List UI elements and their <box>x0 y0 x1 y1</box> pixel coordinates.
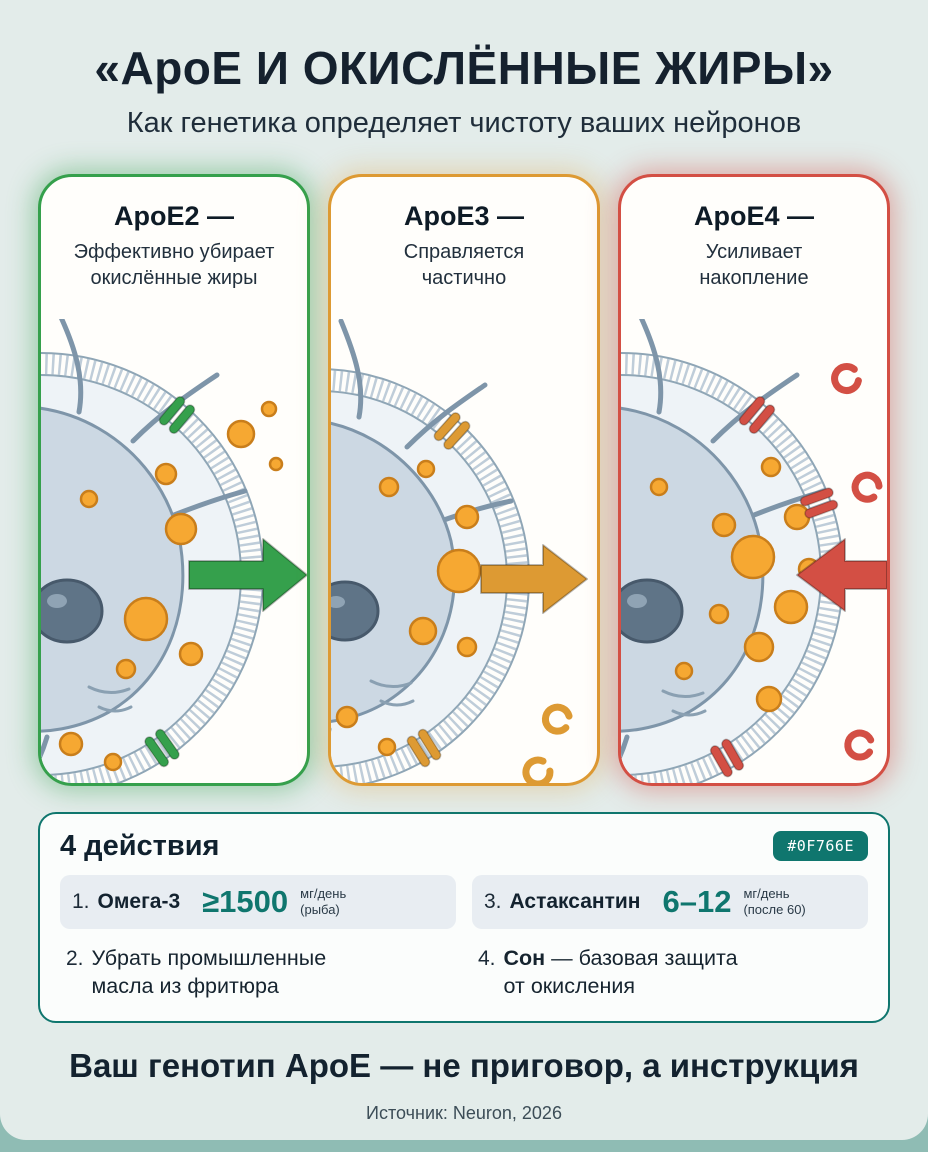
action-text-line1: Сон — базовая защита <box>503 945 738 970</box>
card-apoe2: ApoE2 — Эффективно убирает окислённые жи… <box>38 173 310 786</box>
neuron-illustration-apoe4 <box>621 318 887 783</box>
clearance-arrow-icon <box>188 537 307 612</box>
dendrite <box>58 318 84 415</box>
action-label: Астаксантин <box>509 889 641 913</box>
action-bold-word: Сон <box>503 945 546 970</box>
neuron-svg <box>621 318 887 783</box>
page-title: «ApoE И ОКИСЛЁННЫЕ ЖИРЫ» <box>94 42 834 94</box>
oxidized-fat-icon <box>522 756 554 783</box>
actions-panel: 4 действия #0F766E 1. Омега-3 ≥1500 мг/д… <box>38 811 890 1023</box>
card-apoe4-description: Усиливает накопление <box>621 239 887 291</box>
dendrite <box>621 734 630 761</box>
membrane-channel-icon <box>709 738 745 778</box>
action-item-sleep: 4. Сон — базовая защита от окисления <box>472 943 868 1003</box>
action-number: 3. <box>484 889 502 913</box>
unit-line: мг/день <box>300 886 347 902</box>
card-apoe2-description: Эффективно убирает окислённые жиры <box>41 239 307 291</box>
action-value: 6–12 <box>662 883 732 919</box>
action-number: 1. <box>72 889 90 913</box>
oxidized-fat-icon <box>844 729 875 761</box>
action-unit: мг/день (после 60) <box>743 886 805 917</box>
action-text: Убрать промышленные масла из фритюра <box>92 945 327 1001</box>
actions-panel-header: 4 действия #0F766E <box>60 830 868 863</box>
action-text-line2: масла из фритюра <box>91 973 279 998</box>
neuron-svg <box>41 318 307 783</box>
neuron-illustration-apoe3 <box>331 318 597 783</box>
dendrite <box>41 734 50 761</box>
membrane-channel-icon <box>799 487 839 519</box>
dendrite <box>638 318 664 415</box>
card-apoe4-title: ApoE4 — <box>693 200 814 231</box>
organelle <box>87 685 131 694</box>
nucleus <box>621 578 684 644</box>
membrane-channel-icon <box>738 395 776 434</box>
card-apoe2-desc-line1: Эффективно убирает <box>73 240 275 263</box>
card-apoe2-desc-line2: окислённые жиры <box>90 266 258 289</box>
card-apoe3-desc-line2: частично <box>421 266 507 289</box>
action-item-oils: 2. Убрать промышленные масла из фритюра <box>60 943 456 1003</box>
organelle <box>369 679 413 688</box>
nucleus <box>331 580 380 642</box>
fat-droplets <box>649 456 821 713</box>
membrane-channel-icon <box>158 395 196 434</box>
page-header: «ApoE И ОКИСЛЁННЫЕ ЖИРЫ» Как генетика оп… <box>0 42 928 140</box>
dendrite <box>404 382 488 450</box>
card-apoe3-description: Справляется частично <box>331 239 597 291</box>
card-apoe4: ApoE4 — Усиливает накопление <box>618 173 890 786</box>
cell-body <box>41 406 185 733</box>
dendrite <box>338 318 364 420</box>
conclusion-text: Ваш генотип ApoE — не приговор, а инстру… <box>69 1046 859 1084</box>
unit-line: мг/день <box>743 886 790 902</box>
oxidized-fat-icon <box>541 703 573 735</box>
action-text-line2: от окисления <box>503 973 635 998</box>
action-value: ≥1500 <box>202 883 289 919</box>
action-number: 4. <box>478 946 496 970</box>
neuron-svg <box>331 318 588 783</box>
card-apoe4-desc-line1: Усиливает <box>705 240 803 263</box>
action-item-omega3: 1. Омега-3 ≥1500 мг/день (рыба) <box>60 874 456 929</box>
organelle <box>97 705 133 713</box>
nucleus <box>41 578 104 644</box>
organelle <box>661 689 705 698</box>
unit-note: (рыба) <box>300 901 340 917</box>
hex-color-badge: #0F766E <box>773 831 868 862</box>
organelle <box>379 699 415 707</box>
unit-note: (после 60) <box>743 901 806 917</box>
accumulation-arrow-icon <box>796 537 887 612</box>
neuron-illustration-apoe2 <box>41 318 307 783</box>
card-apoe3-title: ApoE3 — <box>403 200 524 231</box>
action-item-astaxanthin: 3. Астаксантин 6–12 мг/день (после 60) <box>472 874 868 929</box>
genotype-cards-row: ApoE2 — Эффективно убирает окислённые жи… <box>0 173 928 786</box>
card-apoe2-title: ApoE2 — <box>113 200 234 231</box>
card-apoe3-desc-line1: Справляется <box>403 240 525 263</box>
action-label: Омега-3 <box>97 889 181 913</box>
oxidized-fat-icon <box>831 362 862 394</box>
source-text: Источник: Neuron, 2026 <box>366 1102 562 1123</box>
cell-body <box>331 421 456 723</box>
action-number: 2. <box>66 946 84 970</box>
partial-clearance-arrow-icon <box>480 543 588 614</box>
organelle <box>671 709 707 717</box>
actions-title: 4 действия <box>60 829 220 862</box>
actions-grid: 1. Омега-3 ≥1500 мг/день (рыба) 3. Астак… <box>60 874 868 1003</box>
fat-droplets <box>335 459 482 757</box>
card-apoe3: ApoE3 — Справляется частично <box>328 173 600 786</box>
action-text-line1: Убрать промышленные <box>91 945 327 970</box>
membrane-channel-icon <box>144 728 180 768</box>
fat-droplets <box>58 400 284 772</box>
action-text: Сон — базовая защита от окисления <box>504 945 738 1001</box>
action-unit: мг/день (рыба) <box>300 886 346 917</box>
membrane-channel-icon <box>406 728 442 768</box>
page-subtitle: Как генетика определяет чистоту ваших не… <box>126 106 802 139</box>
oxidized-fat-icon <box>851 471 883 503</box>
membrane-channel-icon <box>433 412 471 450</box>
dendrite <box>438 498 514 524</box>
card-apoe4-desc-line2: накопление <box>699 266 809 289</box>
